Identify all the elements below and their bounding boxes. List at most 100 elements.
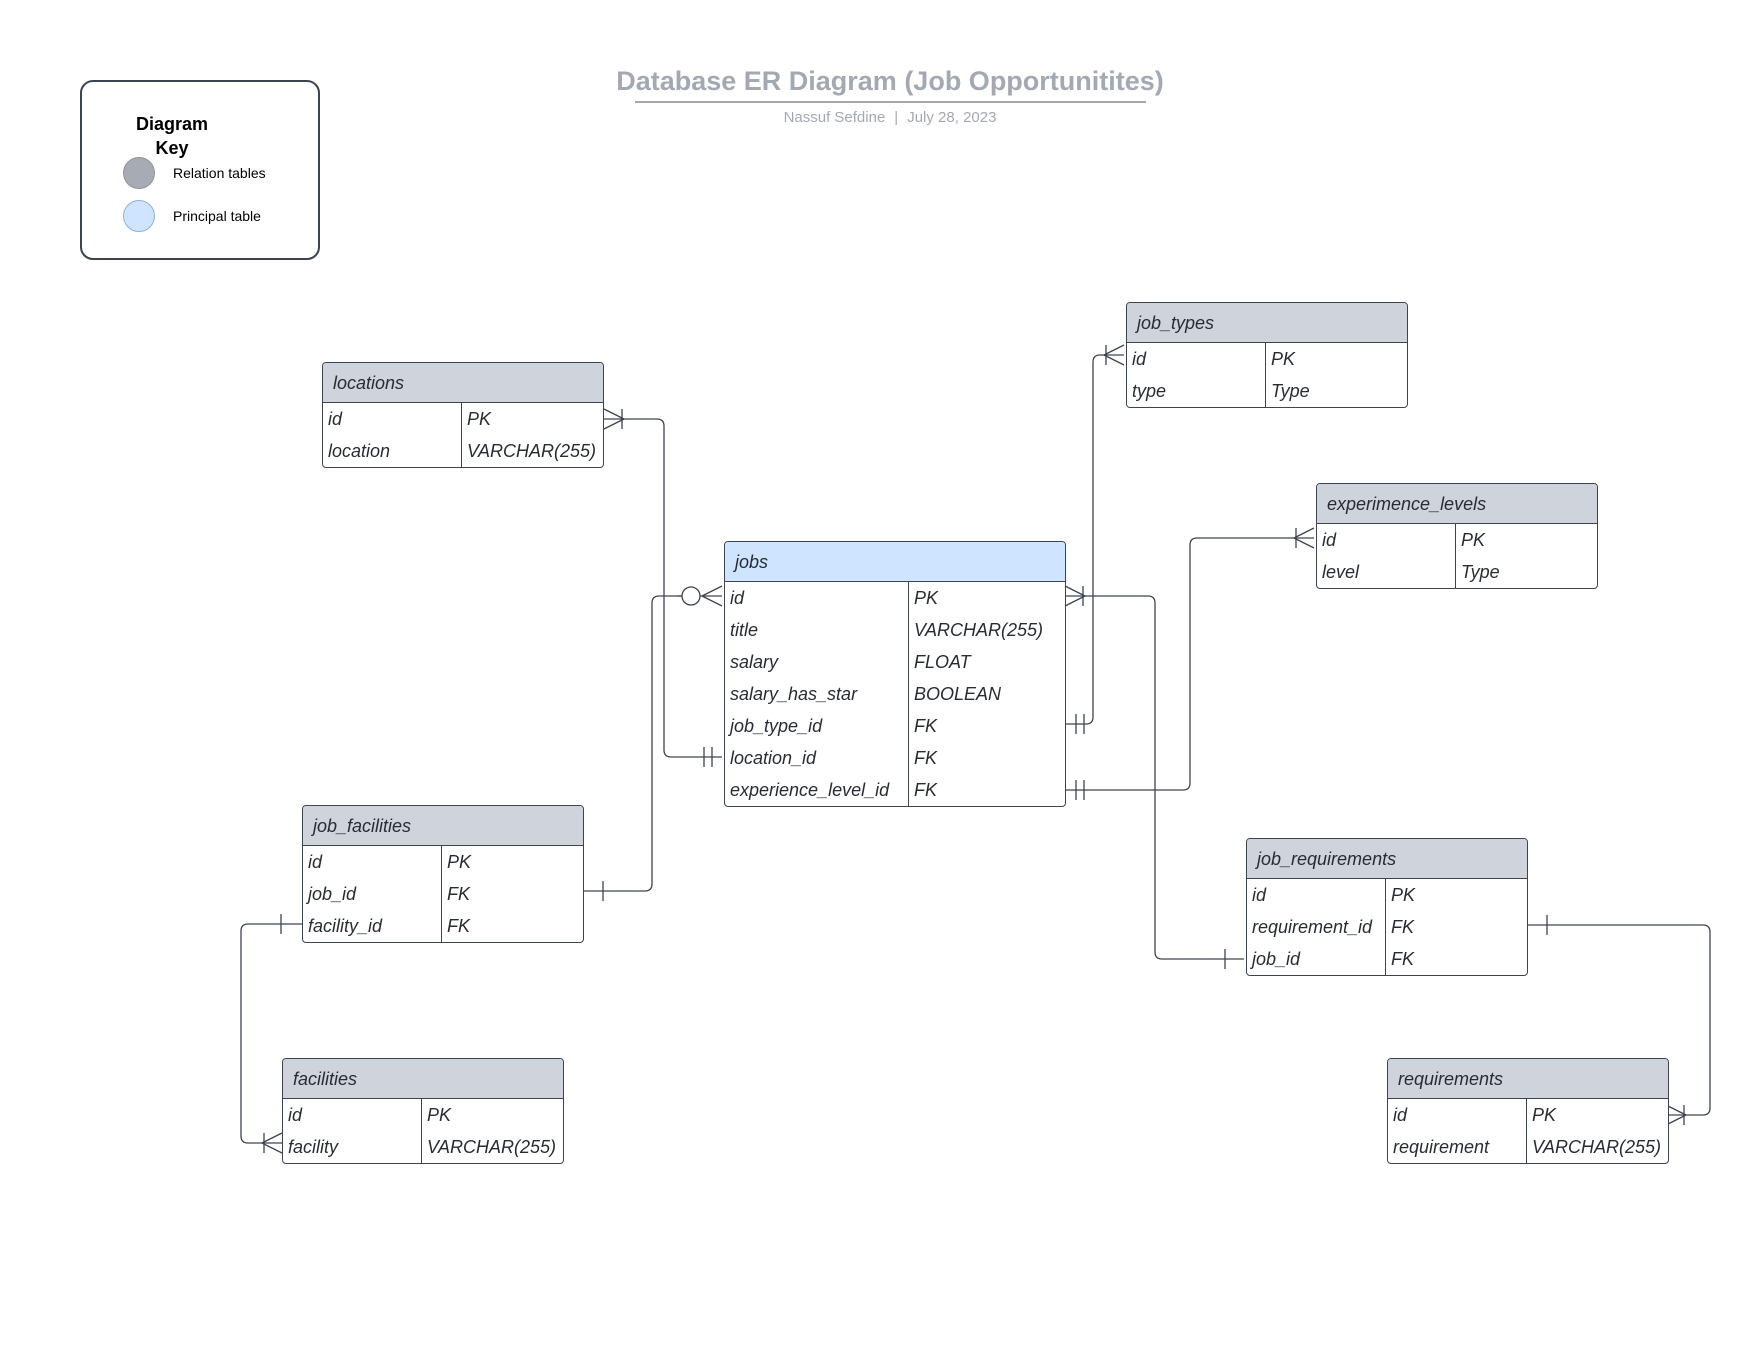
field-type: PK: [467, 409, 492, 429]
field-type: Type: [1461, 562, 1500, 582]
principal-label: Principal table: [173, 208, 261, 224]
field-type: VARCHAR(255): [914, 620, 1044, 640]
field-name: id: [1317, 524, 1456, 556]
relation-swatch-icon: [123, 157, 155, 189]
field-name: id: [323, 403, 462, 435]
field-type: BOOLEAN: [914, 684, 1002, 704]
field-name: facility_id: [303, 910, 442, 942]
diagram-key-title: Diagram Key: [135, 114, 209, 158]
field-type: FK: [914, 748, 938, 768]
field-type: PK: [427, 1105, 452, 1125]
subtitle-separator: |: [894, 109, 899, 126]
mark-zero: [681, 586, 701, 606]
field-name: job_id: [1247, 943, 1386, 975]
field-type: PK: [447, 852, 472, 872]
field-name: salary: [725, 646, 909, 678]
crow-foot-many: [1665, 1104, 1687, 1126]
field-name: id: [725, 582, 909, 614]
field-type: PK: [1532, 1105, 1557, 1125]
field-type: FK: [1391, 949, 1415, 969]
field-name: salary_has_star: [725, 678, 909, 710]
field-name: level: [1317, 556, 1456, 588]
field-type: VARCHAR(255): [467, 441, 597, 461]
field-type: FK: [914, 716, 938, 736]
entity-header: job_types: [1127, 303, 1407, 343]
mark-one-and-only-one: [703, 747, 713, 767]
field-type: PK: [914, 588, 939, 608]
title-block: Database ER Diagram (Job Opportunitites)…: [560, 66, 1220, 126]
field-name: type: [1127, 375, 1266, 407]
field-type: FK: [1391, 917, 1415, 937]
edge-jobs-experience-levels: [1065, 527, 1315, 800]
field-name: id: [1127, 343, 1266, 375]
crow-foot-many: [1064, 585, 1086, 607]
edge-jobs-locations: [603, 408, 722, 767]
field-name: experience_level_id: [725, 774, 909, 806]
field-name: location_id: [725, 742, 909, 774]
field-type: PK: [1461, 530, 1486, 550]
principal-swatch-icon: [123, 200, 155, 232]
field-name: requirement: [1388, 1131, 1527, 1163]
field-type: FK: [447, 916, 471, 936]
field-name: id: [1388, 1099, 1527, 1131]
entity-header: experimence_levels: [1317, 484, 1597, 524]
crow-foot-many: [1293, 527, 1315, 549]
entity-header: facilities: [283, 1059, 563, 1099]
crow-foot-many: [261, 1132, 283, 1154]
field-name: id: [303, 846, 442, 878]
author-name: Nassuf Sefdine: [783, 109, 886, 126]
subtitle: Nassuf Sefdine | July 28, 2023: [560, 109, 1220, 126]
field-name: title: [725, 614, 909, 646]
field-type: FLOAT: [914, 652, 971, 672]
entity-header: job_requirements: [1247, 839, 1527, 879]
edge-jobs-job-facilities: [582, 585, 723, 901]
field-type: FK: [447, 884, 471, 904]
crow-foot-many: [1103, 344, 1125, 366]
field-name: job_id: [303, 878, 442, 910]
field-name: job_type_id: [725, 710, 909, 742]
relation-label: Relation tables: [173, 165, 266, 181]
edge-jobs-job-types: [1065, 344, 1125, 734]
mark-one-and-only-one: [1075, 780, 1085, 800]
diagram-date: July 28, 2023: [907, 109, 997, 126]
page-title: Database ER Diagram (Job Opportunitites): [616, 66, 1164, 96]
field-name: requirement_id: [1247, 911, 1386, 943]
field-name: id: [283, 1099, 422, 1131]
field-type: PK: [1271, 349, 1296, 369]
entity-header: requirements: [1388, 1059, 1668, 1099]
diagram-key: Diagram Key Relation tables Principal ta…: [80, 80, 320, 260]
crow-foot-many: [603, 408, 625, 430]
field-type: FK: [914, 780, 938, 800]
